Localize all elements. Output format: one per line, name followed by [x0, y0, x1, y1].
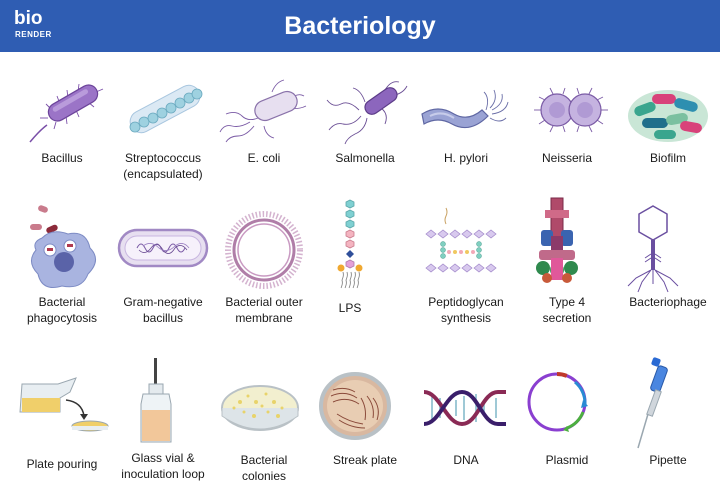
tile-label: Bacterial outer membrane [225, 295, 303, 325]
tile-label: LPS [338, 301, 362, 315]
plate-pouring-icon [19, 377, 109, 432]
tile-bacteriophage[interactable]: Bacteriophage [618, 200, 718, 310]
tile-pipette[interactable]: Pipette [618, 356, 718, 468]
type4-secretion-icon [536, 197, 578, 283]
tile-label: Peptidoglycan synthesis [428, 295, 504, 325]
gram-negative-bacillus-icon [117, 228, 209, 268]
logo-text-bottom: RENDER [15, 30, 52, 39]
tile-label: Gram-negative bacillus [123, 295, 203, 325]
tile-label: Plasmid [545, 453, 589, 467]
tile-gram-negative-bacillus[interactable]: Gram-negative bacillus [113, 204, 213, 326]
tile-lps[interactable]: LPS [315, 196, 415, 316]
pipette-icon [637, 357, 668, 449]
tile-label: Glass vial & inoculation loop [121, 451, 205, 481]
tile-label: Bacillus [41, 151, 83, 165]
tile-label: Bacterial phagocytosis [26, 295, 98, 325]
tile-label: Neisseria [541, 151, 592, 165]
page-title: Bacteriology [284, 12, 436, 40]
salmonella-icon [326, 81, 408, 145]
biofilm-icon [628, 90, 708, 142]
tile-label: E. coli [247, 151, 281, 165]
tile-label: DNA [453, 453, 479, 467]
tile-e-coli[interactable]: E. coli [214, 70, 314, 166]
tile-label: Biofilm [649, 151, 686, 165]
tile-streak-plate[interactable]: Streak plate [315, 368, 415, 468]
lps-icon [337, 199, 363, 289]
tile-label: Type 4 secretion [542, 295, 592, 325]
tile-plate-pouring[interactable]: Plate pouring [12, 372, 112, 472]
e-coli-icon [219, 79, 307, 143]
tile-streptococcus[interactable]: Streptococcus (encapsulated) [113, 70, 213, 182]
h-pylori-icon [421, 89, 509, 129]
tile-bacillus[interactable]: Bacillus [12, 70, 112, 166]
tile-label: Salmonella [335, 151, 395, 165]
dna-icon [423, 389, 506, 427]
tile-salmonella[interactable]: Salmonella [315, 70, 415, 166]
logo-text-top: bio [14, 8, 43, 29]
tile-bacterial-colonies[interactable]: Bacterial colonies [214, 372, 314, 484]
tile-h-pylori[interactable]: H. pylori [416, 70, 516, 166]
tile-label: Bacterial colonies [240, 453, 288, 483]
neisseria-icon [534, 87, 608, 133]
streak-plate-icon [319, 372, 391, 440]
tile-glass-vial[interactable]: Glass vial & inoculation loop [113, 356, 213, 482]
peptidoglycan-icon [425, 207, 497, 273]
tile-outer-membrane[interactable]: Bacterial outer membrane [214, 204, 314, 326]
tile-type4-secretion[interactable]: Type 4 secretion [517, 196, 617, 326]
tile-label: H. pylori [443, 151, 488, 165]
tile-label: Streak plate [332, 453, 398, 467]
outer-membrane-icon [225, 211, 303, 289]
tile-phagocytosis[interactable]: Bacterial phagocytosis [12, 204, 112, 326]
phagocytosis-icon [30, 205, 96, 288]
glass-vial-icon [140, 358, 172, 443]
tile-plasmid[interactable]: Plasmid [517, 372, 617, 468]
header-bar: bio RENDER Bacteriology [0, 0, 720, 52]
tile-label: Pipette [649, 453, 687, 467]
tile-label: Bacteriophage [629, 295, 707, 309]
tile-label: Streptococcus (encapsulated) [123, 151, 203, 181]
bacteriophage-icon [627, 205, 679, 293]
tile-peptidoglycan[interactable]: Peptidoglycan synthesis [416, 204, 516, 326]
tile-biofilm[interactable]: Biofilm [618, 70, 718, 166]
biorender-logo[interactable]: bio RENDER [12, 9, 58, 45]
bacterial-colonies-icon [221, 385, 299, 431]
tile-label: Plate pouring [26, 457, 98, 471]
bacillus-icon [29, 83, 104, 143]
streptococcus-icon [129, 84, 203, 134]
tile-neisseria[interactable]: Neisseria [517, 70, 617, 166]
plasmid-icon [527, 372, 588, 432]
tile-dna[interactable]: DNA [416, 372, 516, 468]
